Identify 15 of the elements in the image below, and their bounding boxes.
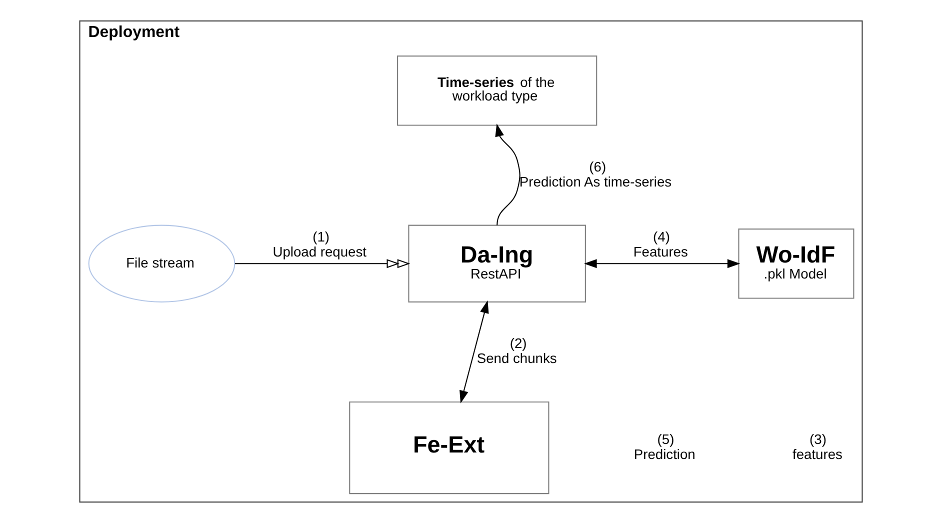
- edge-label: (1) Upload request: [272, 228, 366, 260]
- edge-label: (4) Features: [632, 228, 688, 260]
- edge-label: (2) Send chunks: [476, 335, 556, 366]
- arrow: [459, 300, 488, 404]
- label: (5) Prediction: [633, 430, 695, 462]
- arrow: [584, 259, 740, 268]
- node-ellipse: File stream: [88, 224, 235, 302]
- arrow: [494, 124, 520, 226]
- node-box: Fe-Ext: [348, 401, 549, 494]
- node-box: Wo-IdF .pkl Model: [738, 228, 854, 299]
- node-box: Da-Ing RestAPI: [408, 224, 586, 302]
- node-box: Time-series of the workload type: [396, 56, 597, 126]
- arrow: [234, 259, 410, 268]
- edge-label: (6) Prediction As time-series: [518, 158, 672, 190]
- label: (3) features: [792, 430, 842, 462]
